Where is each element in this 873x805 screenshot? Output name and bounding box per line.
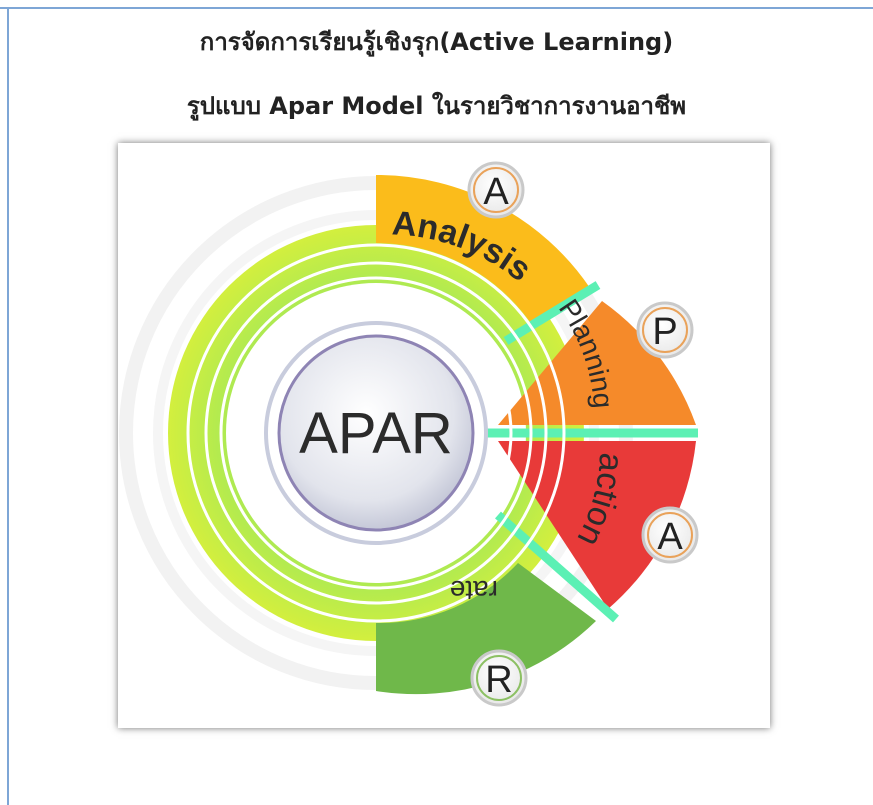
badge-letter-planning: P <box>652 311 677 353</box>
segment-rate <box>376 563 596 695</box>
segment-word-rate: rate <box>450 575 498 606</box>
badge-letter-analysis: A <box>483 171 509 213</box>
apar-diagram-frame: APAR Analysis Planning action rate A P <box>118 143 770 728</box>
page-title: การจัดการเรียนรู้เชิงรุก(Active Learning… <box>199 28 674 56</box>
badge-r-rate: R <box>470 649 528 707</box>
badge-p-planning: P <box>636 301 694 359</box>
segment-separators <box>480 281 698 623</box>
hub-inner <box>277 334 475 532</box>
apar-diagram: APAR Analysis Planning action rate A P <box>119 161 699 707</box>
hub-label: APAR <box>299 401 453 466</box>
badge-a-analysis: A <box>467 161 525 219</box>
segment-action <box>498 441 696 609</box>
frame-border-left <box>7 7 9 805</box>
segment-planning <box>498 301 696 425</box>
segment-analysis <box>376 174 590 326</box>
badge-a-action: A <box>641 506 699 564</box>
badge-letter-action: A <box>657 516 683 558</box>
page-subtitle: รูปแบบ Apar Model ในรายวิชาการงานอาชีพ <box>186 92 687 120</box>
white-rings <box>186 243 566 623</box>
frame-border-top <box>0 7 873 9</box>
badge-letter-rate: R <box>485 659 512 701</box>
